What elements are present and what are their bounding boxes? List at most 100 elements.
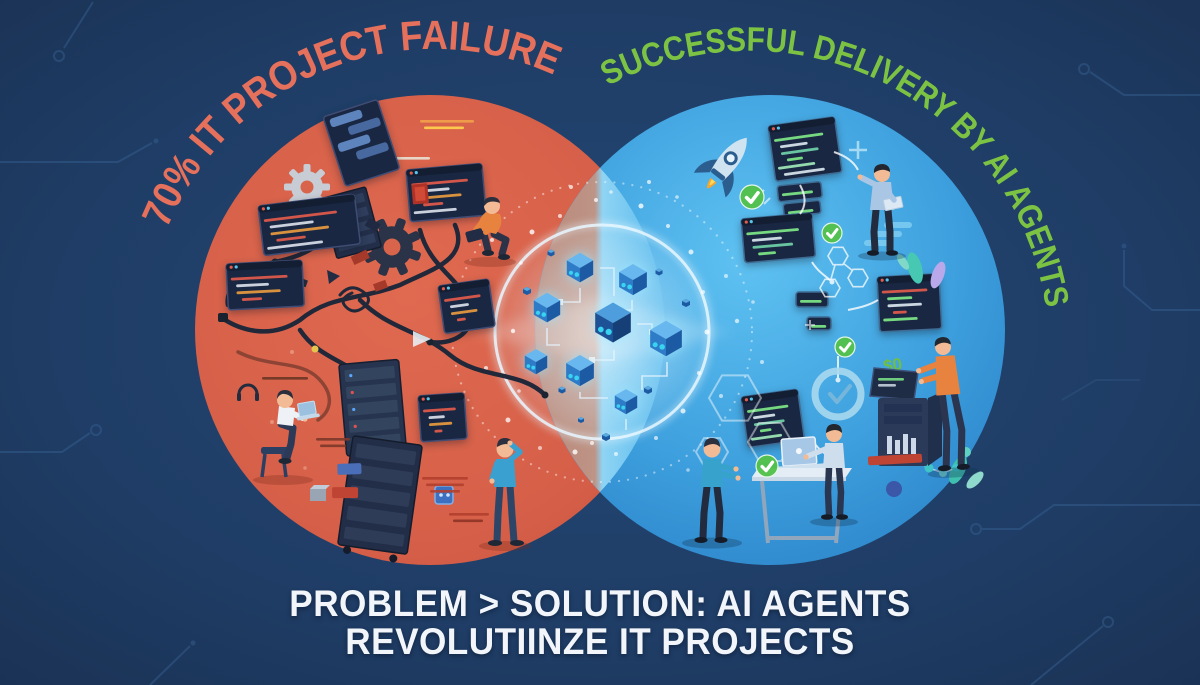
ai-agent-cube-icon: [566, 355, 594, 387]
success-code-panel-icon: [767, 116, 843, 182]
error-code-panel-icon: [405, 162, 487, 223]
check-badge-icon: [755, 454, 779, 478]
error-code-panel-icon: [257, 193, 361, 257]
mini-cube-icon: [523, 287, 531, 295]
caption-line2: REVOLUTIINZE IT PROJECTS: [345, 621, 855, 662]
sparkle-dot: [724, 274, 728, 278]
sparkle-dot: [680, 408, 686, 414]
sparkle-dot: [638, 203, 644, 209]
note-scribbles: [262, 120, 489, 523]
sparkle-dot: [760, 360, 764, 364]
broken-server-rack-icon: [338, 358, 408, 457]
success-code-panel-icon: [740, 388, 805, 448]
developer-at-terminal-icon: [915, 336, 980, 478]
ai-agent-cube-icon: [533, 292, 561, 323]
sparkle-dot: [609, 190, 613, 194]
ai-agent-cube-icon: [619, 264, 647, 296]
sparkle-dot: [505, 417, 511, 423]
error-code-panel-icon: [417, 392, 468, 443]
team-collaboration-icon: [803, 424, 858, 527]
sparkle-dot: [647, 180, 651, 184]
sparkle-dot: [734, 318, 740, 324]
sparkle-dot: [654, 436, 658, 440]
check-badges: [739, 184, 856, 478]
mini-cube-icon: [578, 417, 584, 423]
mini-cube-layer: [523, 249, 690, 441]
sparkle-dot: [666, 224, 670, 228]
ai-agent-cube-icon: [566, 252, 594, 283]
caption-line1: PROBLEM > SOLUTION: AI AGENTS: [289, 583, 911, 624]
leaf-icon: [896, 252, 946, 289]
mini-cube-icon: [547, 249, 555, 257]
sparkle-dot: [519, 261, 523, 265]
ai-agent-cube-icon: [650, 320, 682, 357]
sparkle-dot: [569, 185, 573, 189]
frustrated-developer-icon: [464, 197, 516, 267]
success-code-panel-icon: [740, 212, 817, 264]
sparkle-dot: [697, 371, 701, 375]
sparkle-dot: [675, 195, 679, 199]
success-code-panel-icon: [806, 316, 832, 331]
solution-people: [682, 164, 980, 549]
success-code-panel-icon: [795, 291, 829, 308]
sparkle-dot: [517, 389, 521, 393]
mini-cube-icon: [558, 386, 566, 394]
note-scribble-lines: [420, 120, 474, 130]
sparkle-dot: [590, 441, 594, 445]
sparkle-dot: [303, 466, 307, 470]
sparkle-dot: [510, 328, 516, 334]
falling-server-rack-icon: [332, 435, 423, 563]
sparkle-dot: [490, 238, 494, 242]
sparkle-dot: [704, 329, 710, 335]
error-code-panel-icon: [437, 278, 496, 334]
sparkle-dot: [594, 198, 598, 202]
note-scribble-lines: [316, 438, 350, 448]
ai-agent-cube-icon: [595, 302, 631, 343]
mini-cube-icon: [655, 268, 663, 276]
chat-error-phone-icon: [323, 99, 400, 187]
error-code-panel-icon: [225, 259, 305, 311]
sparkle-dot: [484, 366, 488, 370]
sparkle-dot: [290, 350, 294, 354]
ai-agent-cube-icon: [524, 349, 548, 375]
mini-cube-icon: [644, 386, 652, 394]
dotted-orbit-ring: [450, 180, 754, 484]
sparkle-dot: [686, 468, 690, 472]
sparkle-dot: [529, 229, 535, 235]
review-code-panel-icon: [876, 273, 943, 333]
plus-icon: [805, 320, 815, 330]
team-collaboration-icon: [682, 438, 742, 549]
check-badge-icon: [821, 222, 843, 244]
arrow-into-center-icon: [413, 331, 431, 347]
ai-chip-icon: [434, 485, 454, 505]
code-panels: [225, 99, 943, 448]
headset-icon: [237, 383, 259, 401]
pointing-developer-icon: [857, 164, 906, 261]
sparkle-dot: [614, 452, 618, 456]
sparkle-dot: [572, 449, 578, 455]
note-scribble-lines: [262, 377, 308, 380]
facepalm-developer-icon: [479, 438, 531, 551]
problem-people: [253, 197, 531, 551]
caption: PROBLEM > SOLUTION: AI AGENTS REVOLUTIIN…: [30, 584, 1170, 661]
sparkle-dot: [558, 214, 562, 218]
success-code-panel-icon: [776, 180, 823, 203]
ai-agent-cube-network: [524, 252, 682, 415]
ai-agent-cube-icon: [614, 389, 638, 415]
progress-ring-icon: [811, 367, 865, 421]
note-scribble-lines: [422, 477, 468, 493]
rocket-icon: [694, 137, 747, 198]
sparkle-dot: [701, 290, 705, 294]
sparkle-dot: [751, 300, 755, 304]
sparkle-dot: [688, 249, 694, 255]
sparkle-dot: [270, 420, 274, 424]
mini-cube-icon: [682, 299, 690, 307]
check-badge-icon: [834, 336, 856, 358]
sitting-developer-laptop-icon: [253, 390, 320, 485]
ai-terminal-icon: [867, 367, 942, 466]
mini-cube-icon: [602, 433, 610, 441]
note-scribble-lines: [449, 513, 489, 523]
sparkle-dot: [719, 394, 723, 398]
